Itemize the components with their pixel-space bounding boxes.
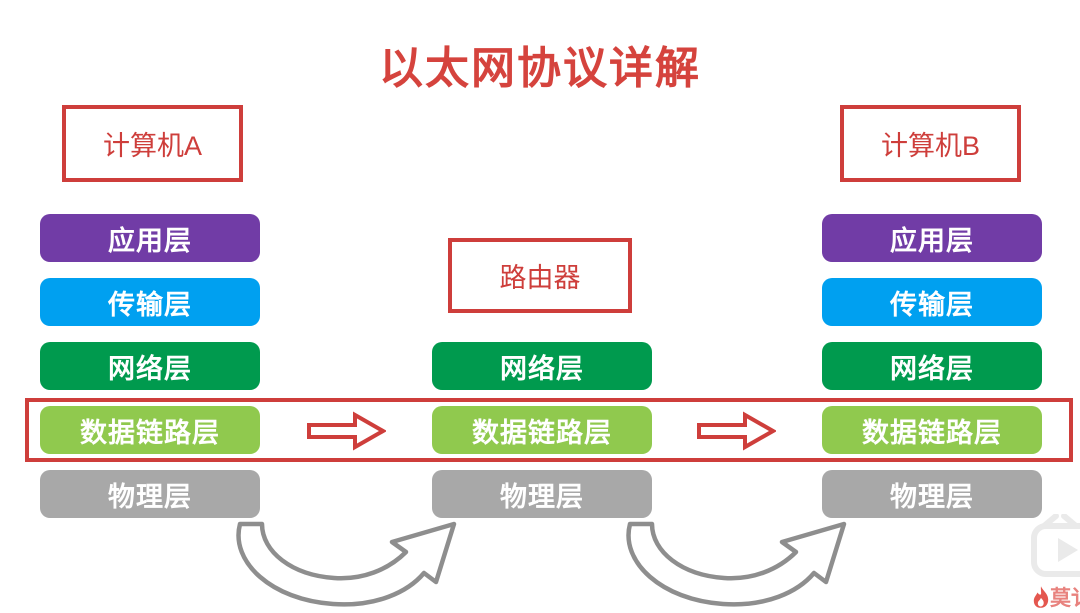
- computer-a-label: 计算机A: [102, 131, 202, 161]
- layer-computer-a-datalink: 数据链路层: [40, 406, 260, 454]
- datalink-row-highlight: [25, 398, 1073, 462]
- layer-router-datalink: 数据链路层: [432, 406, 652, 454]
- computer-b-box: 计算机B: [840, 105, 1021, 182]
- layer-computer-b-physical: 物理层: [822, 470, 1042, 518]
- layer-computer-a-application: 应用层: [40, 214, 260, 262]
- flame-icon: [1033, 585, 1049, 608]
- curved-arrow-icon: [236, 521, 457, 607]
- router-label: 路由器: [499, 263, 581, 293]
- computer-a-box: 计算机A: [62, 105, 243, 182]
- layer-computer-b-transport: 传输层: [822, 278, 1042, 326]
- right-block-arrow-icon: [697, 411, 776, 451]
- page-title: 以太网协议详解: [379, 44, 701, 93]
- layer-computer-b-application: 应用层: [822, 214, 1042, 262]
- watermark-text: 莫讠: [1050, 586, 1080, 610]
- layer-computer-a-physical: 物理层: [40, 470, 260, 518]
- layer-computer-a-transport: 传输层: [40, 278, 260, 326]
- layer-router-network: 网络层: [432, 342, 652, 390]
- layer-computer-a-network: 网络层: [40, 342, 260, 390]
- curved-arrow-icon: [626, 521, 847, 607]
- layer-computer-b-datalink: 数据链路层: [822, 406, 1042, 454]
- layer-router-physical: 物理层: [432, 470, 652, 518]
- computer-b-label: 计算机B: [880, 131, 980, 161]
- video-play-icon[interactable]: [1030, 514, 1080, 578]
- router-box: 路由器: [448, 238, 632, 313]
- watermark: 莫讠: [1032, 583, 1080, 610]
- layer-computer-b-network: 网络层: [822, 342, 1042, 390]
- right-block-arrow-icon: [307, 411, 386, 451]
